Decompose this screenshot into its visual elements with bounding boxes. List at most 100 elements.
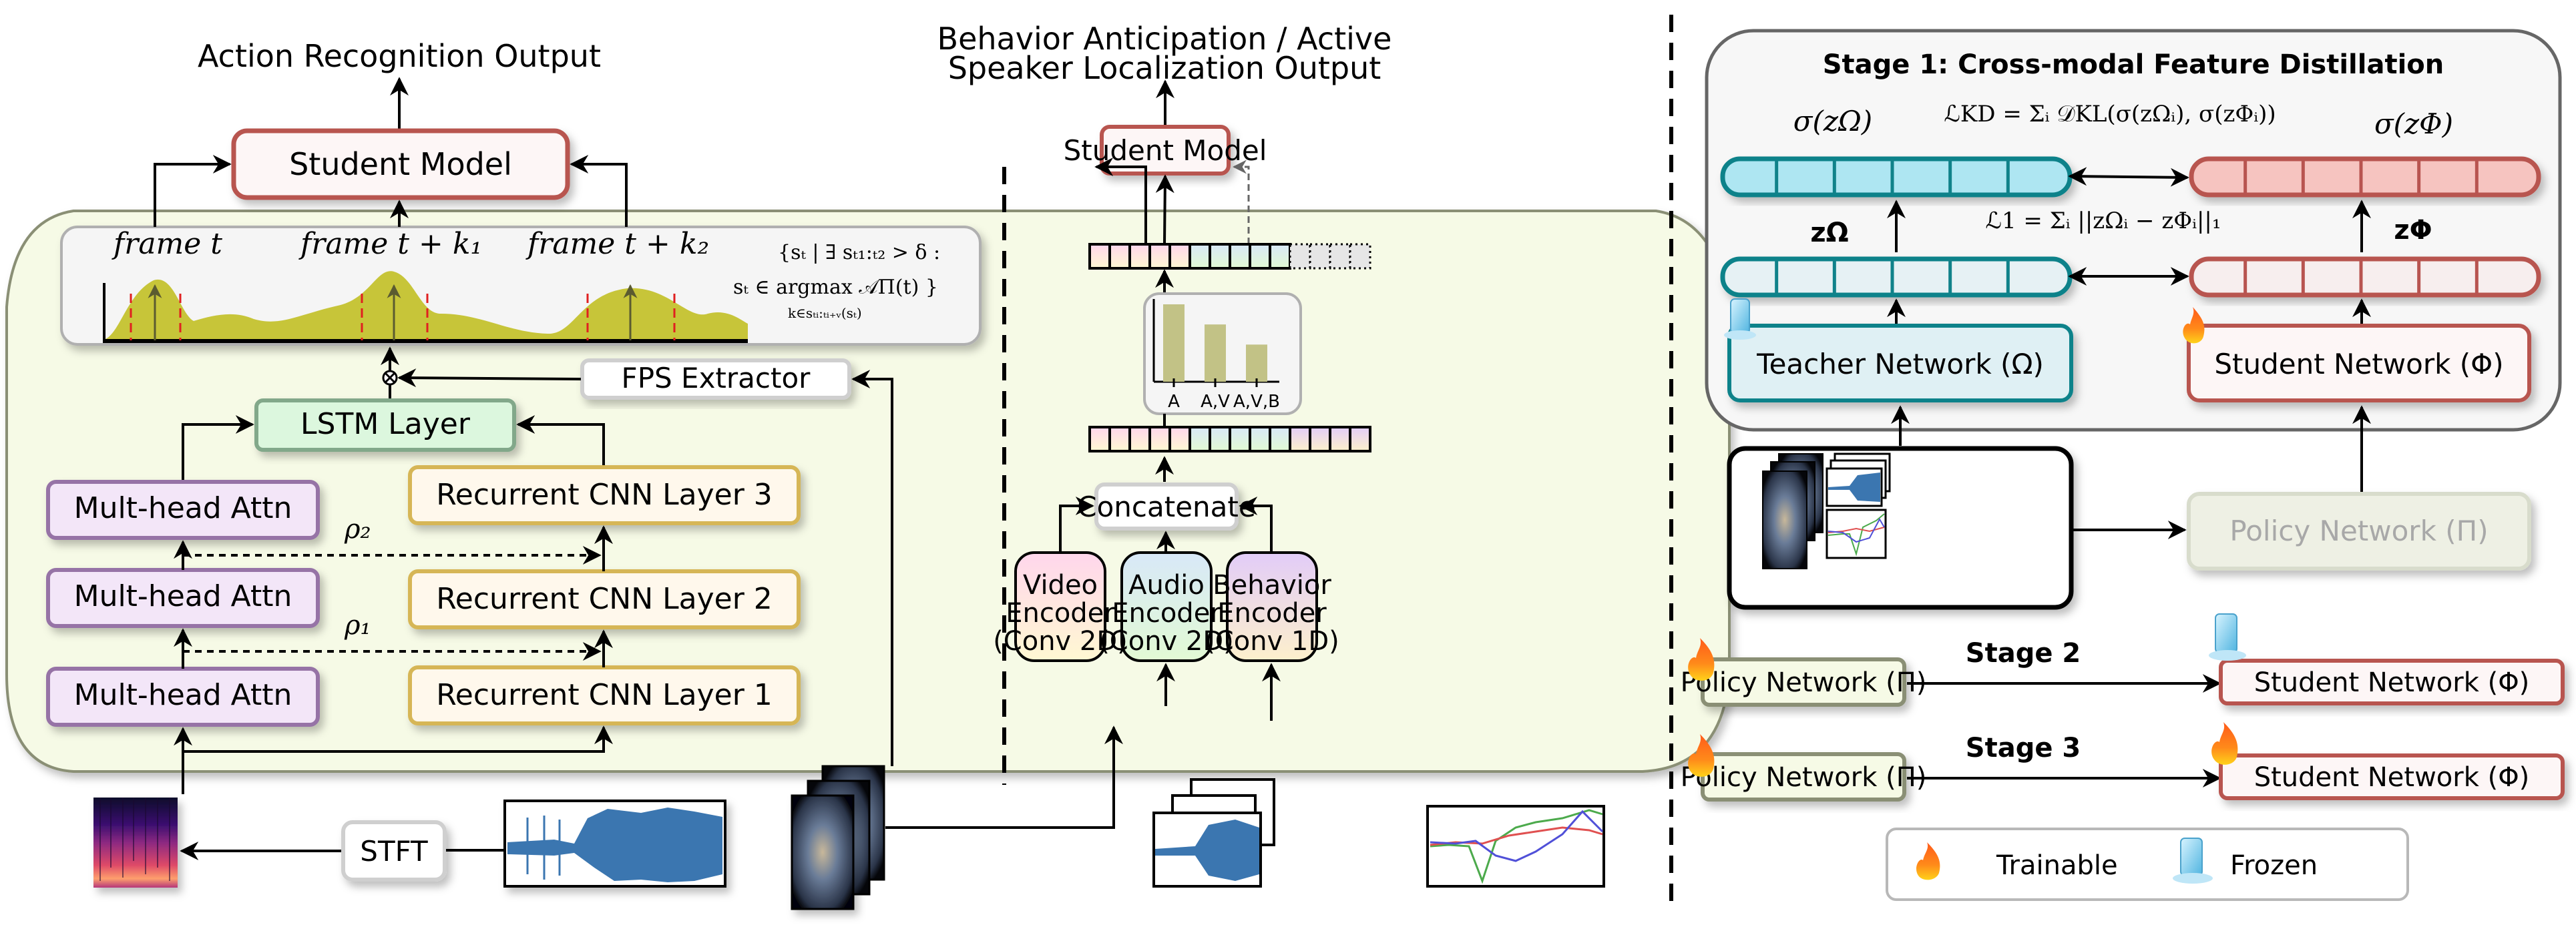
audio-encoder[interactable] bbox=[1120, 551, 1213, 662]
bar bbox=[1205, 324, 1226, 382]
frame-selection-box: frame t frame t + k₁ frame t + k₂ {sₜ | … bbox=[60, 226, 982, 346]
panel-b-output-line2: Speaker Localization Output bbox=[948, 50, 1381, 86]
arrow-vec-up-student-b bbox=[1155, 174, 1174, 245]
fire-icon-policy-stage2 bbox=[1688, 638, 1715, 681]
vector-cell bbox=[1229, 243, 1251, 270]
stage1-title: Stage 1: Cross-modal Feature Distillatio… bbox=[1823, 49, 2444, 80]
attn-block-1[interactable]: Mult-head Attn bbox=[46, 667, 320, 727]
vector-cell bbox=[1349, 426, 1371, 452]
panel-b-output-line1: Behavior Anticipation / Active bbox=[937, 21, 1392, 57]
vector-cell bbox=[1289, 243, 1311, 270]
vector-cell bbox=[1189, 426, 1211, 452]
fire-icon-student-stage3 bbox=[2211, 722, 2238, 765]
vector-cell bbox=[1269, 426, 1291, 452]
vector-cell bbox=[1168, 243, 1191, 270]
rcnn-block-1[interactable]: Recurrent CNN Layer 1 bbox=[408, 665, 801, 725]
sigma-phi-label: σ(zΦ) bbox=[2374, 107, 2453, 140]
fire-icon-legend bbox=[1916, 842, 1940, 880]
selection-formula-line1: {sₜ | ∃ sₜ₁:ₜ₂ > δ : bbox=[778, 241, 940, 264]
feature-vector bbox=[2189, 156, 2541, 198]
vector-cell bbox=[1128, 426, 1151, 452]
legend: Trainable Frozen bbox=[1886, 828, 2409, 901]
x-tick-label: A,V,B bbox=[1233, 392, 1280, 412]
rcnn-block-1-label: Recurrent CNN Layer 1 bbox=[436, 678, 773, 712]
panel-training-stages: Stage 1: Cross-modal Feature Distillatio… bbox=[1681, 29, 2565, 901]
sigma-omega-label: σ(zΩ) bbox=[1793, 105, 1872, 137]
vector-cell bbox=[1249, 426, 1271, 452]
vector-cell bbox=[1309, 243, 1331, 270]
attn-block-3-label: Mult-head Attn bbox=[74, 491, 292, 525]
spectrogram-image bbox=[93, 798, 178, 888]
vector-cell bbox=[1168, 426, 1191, 452]
multiply-node bbox=[382, 370, 398, 386]
feature-vector bbox=[2189, 256, 2541, 298]
fused-feature-vector-bottom bbox=[1088, 426, 1371, 452]
fps-extractor-label: FPS Extractor bbox=[622, 362, 811, 394]
ice-icon-legend bbox=[2173, 838, 2213, 884]
window-markers bbox=[130, 294, 676, 340]
policy-network-stage3[interactable]: Policy Network (Π) bbox=[1681, 752, 1927, 802]
panel-behavior-anticipation: Behavior Anticipation / Active Speaker L… bbox=[937, 21, 1392, 721]
attn-stack-arrows bbox=[174, 525, 613, 794]
stage2-label: Stage 2 bbox=[1966, 638, 2081, 669]
vector-cell bbox=[1209, 243, 1231, 270]
ice-icon-teacher bbox=[1724, 298, 1756, 340]
student-network-stage2-label: Student Network (Φ) bbox=[2254, 667, 2530, 698]
lstm-layer[interactable]: LSTM Layer bbox=[254, 398, 516, 452]
arrow-video-to-fps bbox=[851, 370, 893, 766]
policy-network-stage2[interactable]: Policy Network (Π) bbox=[1681, 657, 1927, 707]
student-model-b-label: Student Model bbox=[1064, 134, 1267, 167]
attn-block-2[interactable]: Mult-head Attn bbox=[46, 568, 320, 628]
vector-cell bbox=[1189, 243, 1211, 270]
frame-t-k2-label: frame t + k₂ bbox=[525, 227, 709, 261]
fps-extractor[interactable]: FPS Extractor bbox=[580, 358, 851, 400]
feature-vector bbox=[1720, 256, 2073, 298]
vector-cell bbox=[1209, 426, 1231, 452]
teacher-network[interactable]: Teacher Network (Ω) bbox=[1727, 324, 2073, 402]
arrow-fps-to-mult bbox=[397, 368, 582, 388]
frame-t-k1-label: frame t + k₁ bbox=[298, 227, 482, 261]
ice-icon-student-stage2 bbox=[2209, 613, 2246, 661]
legend-trainable-label: Trainable bbox=[1996, 850, 2118, 881]
selection-formula-sub: k∈sₜᵢ:ₜᵢ₊ᵥ(sₜ) bbox=[788, 305, 862, 321]
vector-cell bbox=[1329, 243, 1351, 270]
arrow-vec-to-student-b bbox=[1094, 158, 1147, 244]
rho2-label: ρ₂ bbox=[344, 514, 371, 545]
concatenate-block[interactable]: Concatenate bbox=[1077, 483, 1256, 531]
student-network-stage2[interactable]: Student Network (Φ) bbox=[2219, 659, 2565, 705]
behavior-encoder[interactable] bbox=[1226, 551, 1318, 662]
bar bbox=[1163, 304, 1185, 382]
vector-cell bbox=[1289, 426, 1311, 452]
frame-peak-arrows bbox=[148, 284, 638, 340]
attn-block-3[interactable]: Mult-head Attn bbox=[46, 480, 320, 540]
arrow-video-to-video-encoder bbox=[885, 725, 1123, 829]
student-network-stage3[interactable]: Student Network (Φ) bbox=[2219, 753, 2565, 800]
rcnn-block-2[interactable]: Recurrent CNN Layer 2 bbox=[408, 569, 801, 629]
z-phi-label: zΦ bbox=[2394, 215, 2432, 246]
rho1-label: ρ₁ bbox=[344, 610, 371, 641]
policy-network-faded-label: Policy Network (Π) bbox=[2229, 515, 2488, 547]
policy-network-faded[interactable]: Policy Network (Π) bbox=[2187, 492, 2531, 571]
student-model-a[interactable]: Student Model bbox=[231, 128, 570, 200]
rcnn-block-3[interactable]: Recurrent CNN Layer 3 bbox=[408, 465, 801, 525]
audio-waveform-image bbox=[503, 800, 726, 888]
dashed-feedback-arrow bbox=[1232, 160, 1250, 244]
stft-block[interactable]: STFT bbox=[341, 820, 447, 882]
frame-t-label: frame t bbox=[112, 227, 222, 261]
stft-label: STFT bbox=[360, 835, 428, 868]
student-network-stage1[interactable]: Student Network (Φ) bbox=[2187, 324, 2531, 402]
z-omega-label: zΩ bbox=[1810, 218, 1848, 248]
fire-icon-student-stage1 bbox=[2183, 307, 2205, 344]
multimodal-input-box bbox=[1727, 446, 2074, 610]
vector-cell bbox=[1148, 426, 1171, 452]
panel-action-recognition: Action Recognition Output Student Model bbox=[5, 38, 1731, 910]
legend-frozen-label: Frozen bbox=[2230, 850, 2318, 881]
policy-network-stage3-label: Policy Network (Π) bbox=[1681, 762, 1927, 793]
arrow-rcnn-to-lstm bbox=[516, 415, 605, 482]
video-encoder[interactable] bbox=[1014, 551, 1106, 662]
bar bbox=[1246, 344, 1267, 382]
x-tick-label: A,V bbox=[1201, 392, 1230, 412]
stage1-arrows bbox=[1887, 167, 2371, 494]
